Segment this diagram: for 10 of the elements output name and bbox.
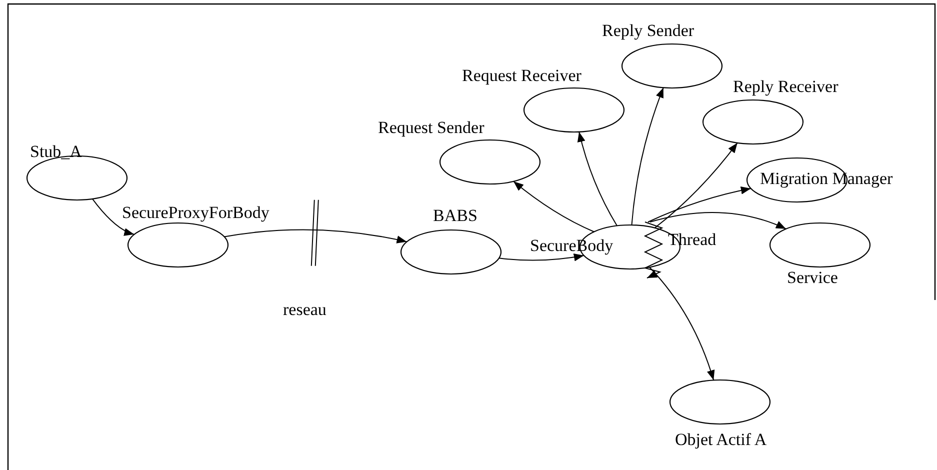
node-label: Service xyxy=(787,268,838,288)
node-label: BABS xyxy=(433,206,478,226)
node-label: Reply Receiver xyxy=(733,77,838,97)
node-label: Stub_A xyxy=(30,142,82,162)
node-label: Reply Sender xyxy=(602,21,694,41)
node-label: Request Receiver xyxy=(462,66,582,86)
node-label: Request Sender xyxy=(378,118,484,138)
edge-label: reseau xyxy=(283,300,326,320)
node-label: SecureProxyForBody xyxy=(122,203,270,223)
node-label: Objet Actif A xyxy=(675,430,767,450)
